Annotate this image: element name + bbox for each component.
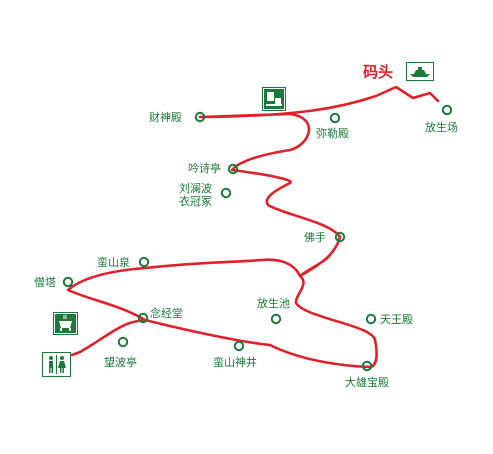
poi-marker-nianjingtang[interactable] xyxy=(137,312,149,324)
poi-label-fangshengchang: 放生场 xyxy=(425,121,458,134)
poi-label-foshou: 佛手 xyxy=(304,231,326,244)
poi-marker-daxiongbaodian[interactable] xyxy=(361,360,373,372)
poi-marker-foshou[interactable] xyxy=(334,231,346,243)
poi-label-mile: 弥勒殿 xyxy=(316,127,349,140)
poi-markers xyxy=(62,104,453,372)
poi-label-wangboting: 望波亭 xyxy=(104,356,137,369)
poi-label-liulanbo: 刘澜波 衣冠冢 xyxy=(179,182,212,208)
poi-marker-liulanbo[interactable] xyxy=(220,187,232,199)
poi-label-liulanbo-line2: 衣冠冢 xyxy=(179,195,212,208)
poi-label-yinshiting: 吟诗亭 xyxy=(188,162,221,175)
shop-icon[interactable] xyxy=(262,87,286,111)
poi-marker-caishendian[interactable] xyxy=(194,111,206,123)
poi-marker-tianwang[interactable] xyxy=(365,313,377,325)
poi-label-daxiongbaodian: 大雄宝殿 xyxy=(345,376,389,389)
incense-burner-icon[interactable] xyxy=(53,312,78,335)
poi-label-manshanquan: 蛮山泉 xyxy=(97,256,130,269)
poi-label-nianjingtang: 念经堂 xyxy=(150,307,183,320)
pier-label[interactable]: 码头 xyxy=(363,63,394,81)
poi-label-manshanshenjing: 蛮山神井 xyxy=(213,356,257,369)
restroom-icon[interactable] xyxy=(42,352,71,377)
ship-icon[interactable] xyxy=(406,62,434,81)
poi-label-fangshengchi: 放生池 xyxy=(257,297,290,310)
walking-route xyxy=(66,85,440,369)
poi-marker-mile[interactable] xyxy=(329,112,341,124)
poi-marker-manshanquan[interactable] xyxy=(138,256,150,268)
poi-marker-fangshengchang[interactable] xyxy=(441,104,453,116)
poi-label-caishendian: 财神殿 xyxy=(149,111,182,124)
poi-marker-wangboting[interactable] xyxy=(117,336,129,348)
poi-marker-yinshiting[interactable] xyxy=(227,163,239,175)
poi-marker-fangshengchi[interactable] xyxy=(270,313,282,325)
poi-marker-sengta[interactable] xyxy=(62,276,74,288)
poi-marker-manshanshenjing[interactable] xyxy=(233,340,245,352)
poi-label-liulanbo-line1: 刘澜波 xyxy=(179,182,212,195)
poi-label-tianwang: 天王殿 xyxy=(380,313,413,326)
poi-label-sengta: 僧塔 xyxy=(34,276,56,289)
